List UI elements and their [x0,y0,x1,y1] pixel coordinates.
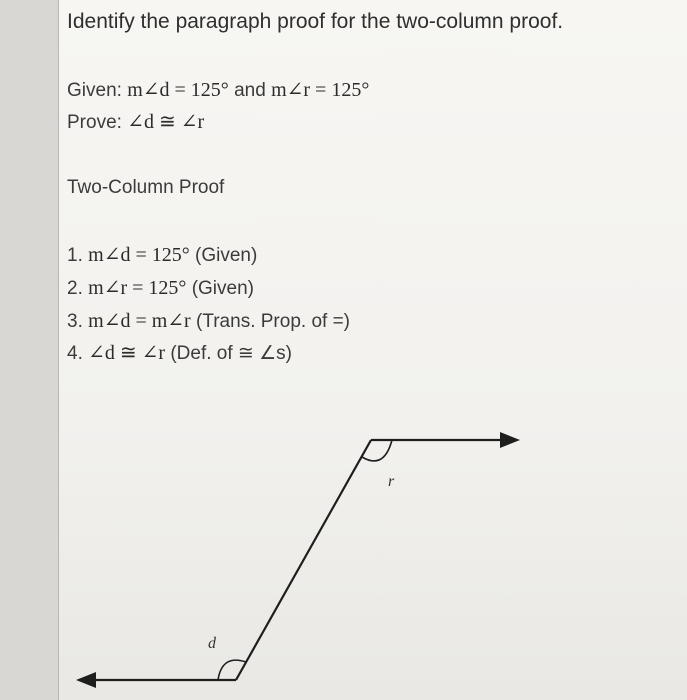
angle-label-d: d [208,635,217,652]
step-statement: m∠d = m∠r [88,310,191,332]
proof-step-4: 4. ∠d ≅ ∠r (Def. of ≅ ∠s) [67,340,292,365]
angle-r-arc [361,439,393,462]
prove-label: Prove: [67,112,122,133]
given-expr-2: m∠r = 125° [271,79,370,101]
proof-step-3: 3. m∠d = m∠r (Trans. Prop. of =) [67,308,350,333]
angle-d-arc [217,659,247,681]
top-ray-arrowhead [500,432,520,448]
step-number: 3. [67,311,83,332]
step-number: 1. [67,245,83,266]
step-statement: ∠d ≅ ∠r [88,342,166,364]
question-card: Identify the paragraph proof for the two… [58,0,687,700]
two-column-title: Two-Column Proof [67,177,225,198]
proof-step-2: 2. m∠r = 125° (Given) [67,275,254,300]
step-reason: (Trans. Prop. of =) [196,311,350,332]
given-line: Given: m∠d = 125° and m∠r = 125° [67,77,369,102]
given-expr-1: m∠d = 125° [127,79,229,101]
given-label: Given: [67,80,122,101]
transversal-line [235,439,372,681]
step-reason: (Given) [191,278,254,299]
bottom-ray-arrowhead [76,672,96,688]
question-text: Identify the paragraph proof for the two… [67,10,564,33]
proof-step-1: 1. m∠d = 125° (Given) [67,242,257,267]
prove-expr: ∠d ≅ ∠r [127,111,205,133]
step-number: 2. [67,278,83,299]
step-statement: m∠d = 125° [88,244,190,266]
given-connector: and [234,80,266,101]
angle-label-r: r [388,473,395,490]
step-reason: (Def. of ≅ ∠s) [170,343,292,364]
step-number: 4. [67,343,83,364]
prove-line: Prove: ∠d ≅ ∠r [67,109,204,134]
step-reason: (Given) [195,245,258,266]
step-statement: m∠r = 125° [88,277,187,299]
